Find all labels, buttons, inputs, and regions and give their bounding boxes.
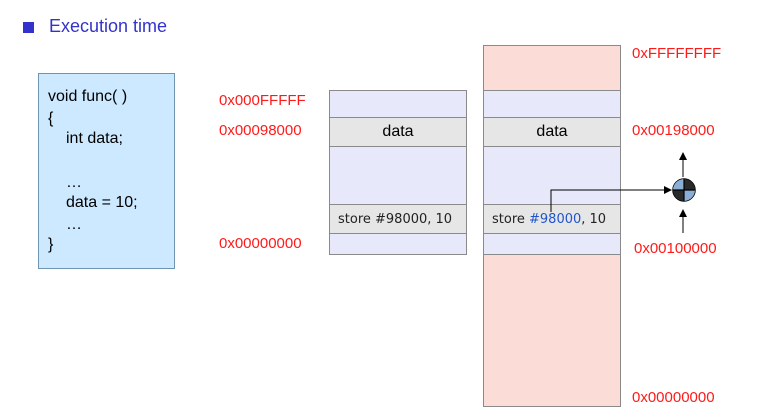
slide-heading: Execution time <box>49 16 168 36</box>
logical-data-label: data <box>382 123 414 140</box>
physical-data-label: data <box>536 123 568 140</box>
plus-circle-icon <box>672 178 696 202</box>
physical-addr-data: 0x00198000 <box>632 122 715 139</box>
store-prefix: store <box>492 212 530 227</box>
physical-addr-top: 0xFFFFFFFF <box>632 45 722 62</box>
code-line: void func( ) <box>48 88 128 105</box>
heading-bullet-icon <box>23 22 34 33</box>
code-line: { <box>48 110 54 127</box>
code-line: … <box>66 174 82 191</box>
code-line: data = 10; <box>66 194 138 211</box>
logical-addr-top: 0x000FFFFF <box>219 92 306 109</box>
physical-addr-base: 0x00100000 <box>634 240 717 257</box>
logical-segment-bottom <box>329 233 467 255</box>
physical-store-instruction: store #98000, 10 <box>492 212 606 227</box>
code-line: int data; <box>66 130 123 147</box>
logical-addr-data: 0x00098000 <box>219 122 302 139</box>
logical-segment-middle <box>329 146 467 205</box>
store-suffix: , 10 <box>581 212 607 227</box>
physical-code-segment: store #98000, 10 <box>483 204 621 234</box>
physical-addr-bottom: 0x00000000 <box>632 389 715 406</box>
code-box: void func( ) { int data; … data = 10; … … <box>38 73 175 269</box>
physical-segment-bottom <box>483 254 621 407</box>
code-line: } <box>48 236 54 253</box>
logical-addr-bottom: 0x00000000 <box>219 235 302 252</box>
address-flow-arrow <box>550 186 672 212</box>
logical-store-instruction: store #98000, 10 <box>338 212 453 227</box>
logical-data-segment: data <box>329 117 467 147</box>
physical-process-middle <box>483 146 621 205</box>
code-line: … <box>66 216 82 233</box>
store-address: #98000 <box>529 212 582 227</box>
